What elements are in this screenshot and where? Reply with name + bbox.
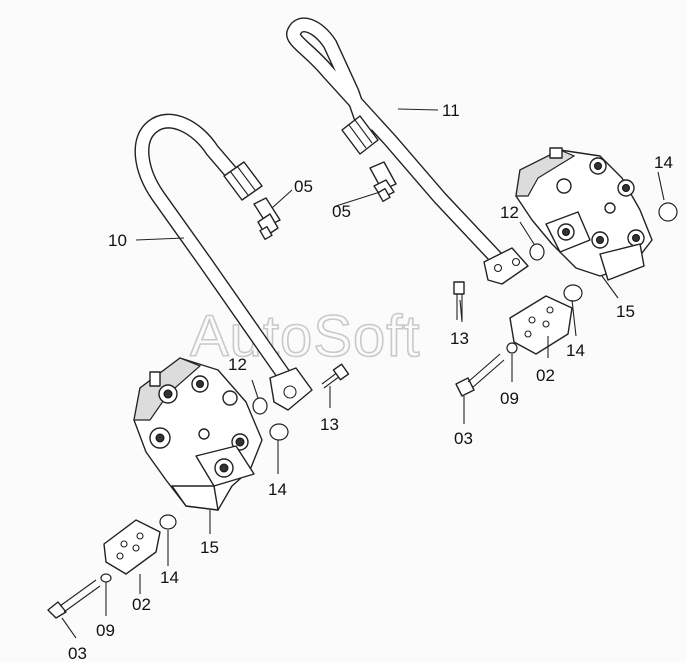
leader-lines [61, 108, 665, 639]
flange-02-right [509, 295, 573, 355]
fitting-05-left [253, 197, 281, 241]
callout-14: 14 [654, 153, 673, 172]
seal-12-left [252, 397, 268, 415]
callout-02: 02 [536, 366, 555, 385]
bolt-13-left [321, 363, 350, 389]
pipe-10 [134, 113, 293, 383]
callout-05: 05 [332, 202, 351, 221]
callout-15: 15 [616, 302, 635, 321]
pipe-11-nut [341, 115, 379, 155]
callout-14: 14 [566, 341, 585, 360]
callout-05: 05 [294, 177, 313, 196]
seal-14-right-bottom [563, 284, 583, 302]
callout-13: 13 [320, 415, 339, 434]
callout-13: 13 [450, 329, 469, 348]
seal-14-left-top [269, 423, 289, 441]
washer-09-right [506, 342, 518, 354]
flange-02-left [103, 519, 161, 575]
callout-14: 14 [160, 568, 179, 587]
callout-11: 11 [442, 101, 460, 120]
callout-03: 03 [454, 429, 473, 448]
pump-15-left [133, 357, 263, 511]
fitting-05-right [369, 161, 397, 203]
callout-09: 09 [96, 621, 115, 640]
callout-10: 10 [108, 231, 127, 250]
pipe-10-flange [269, 367, 313, 411]
callout-14: 14 [268, 480, 287, 499]
pipe-10-nut [223, 161, 263, 201]
washer-09-left [100, 573, 112, 583]
seal-14-right-top [658, 202, 678, 222]
callout-03: 03 [68, 644, 87, 663]
seal-14-left-bottom [159, 514, 177, 530]
callout-02: 02 [132, 595, 151, 614]
bolt-03-left [47, 579, 101, 619]
pump-15-right [515, 147, 653, 281]
callout-15: 15 [200, 538, 219, 557]
seal-12-right [529, 243, 545, 261]
callout-09: 09 [500, 389, 519, 408]
watermark-text: AutoSoft [190, 304, 420, 369]
pipe-11 [286, 17, 529, 285]
bolt-03-right [455, 353, 505, 397]
callout-12: 12 [228, 355, 247, 374]
bolt-13-right [453, 281, 465, 320]
callout-12: 12 [500, 203, 519, 222]
pipe-11-flange [483, 247, 529, 285]
callouts: 11 10 05 05 14 12 15 13 14 02 09 03 12 1… [68, 101, 673, 663]
